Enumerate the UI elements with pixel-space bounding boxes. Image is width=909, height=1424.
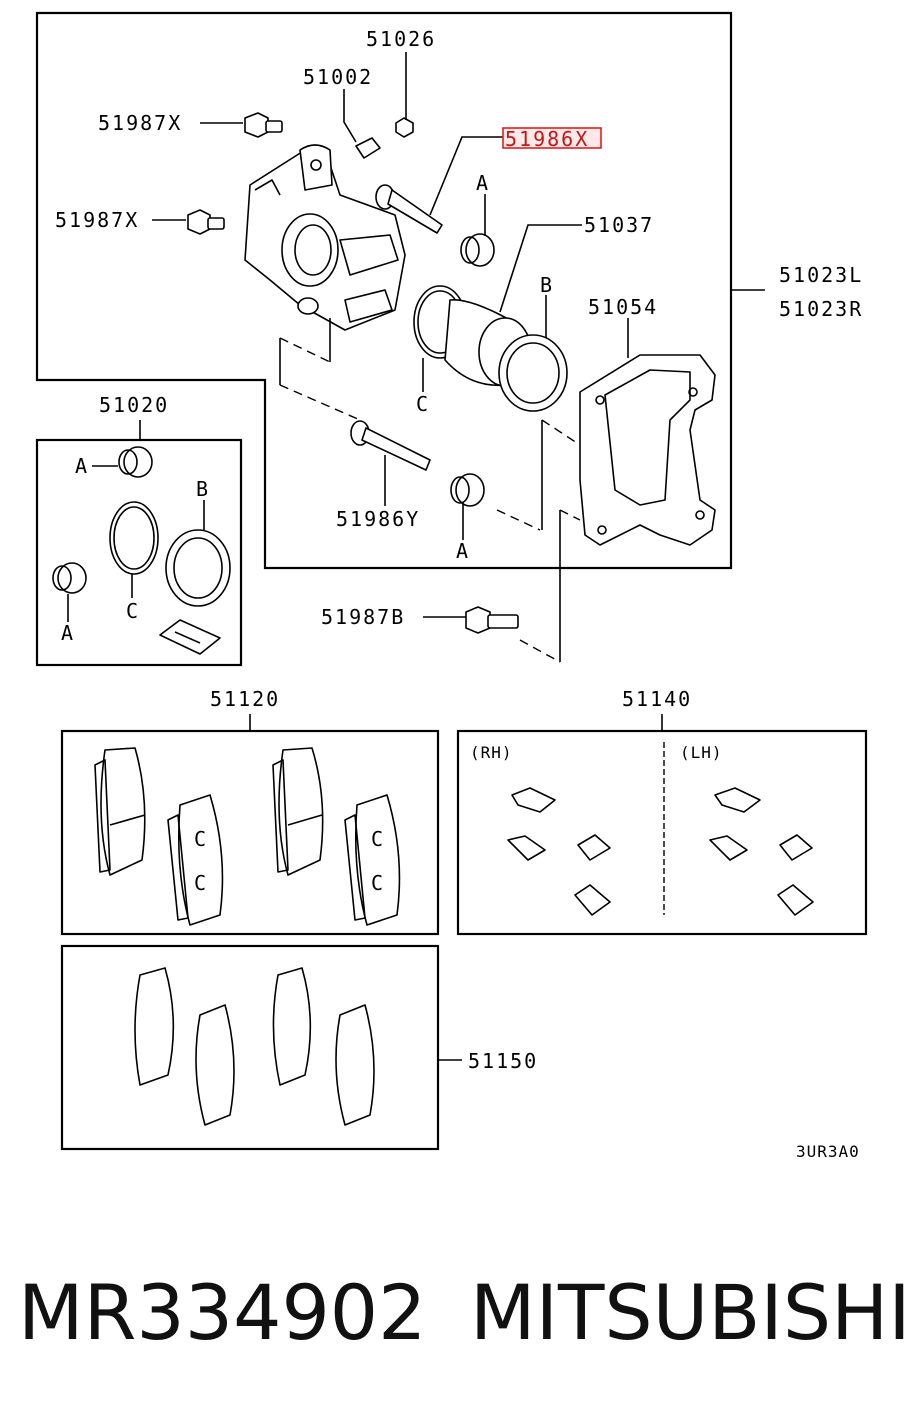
shims bbox=[134, 967, 375, 1126]
svg-text:C: C bbox=[194, 827, 208, 851]
boot-a-lower bbox=[450, 473, 485, 507]
brake-pad-4: C C bbox=[344, 794, 401, 926]
label-51054: 51054 bbox=[588, 295, 658, 319]
guide-pin-51986y bbox=[350, 420, 431, 471]
label-51023r: 51023R bbox=[779, 297, 863, 321]
bleeder-51002 bbox=[355, 137, 381, 159]
label-51023l: 51023L bbox=[779, 263, 863, 287]
svg-text:C: C bbox=[194, 871, 208, 895]
svg-text:C: C bbox=[371, 871, 385, 895]
clips-rh bbox=[507, 787, 611, 916]
label-a-lower: A bbox=[456, 539, 470, 563]
label-51987x-top: 51987X bbox=[98, 111, 182, 135]
label-c-kit: C bbox=[126, 599, 140, 623]
label-51020: 51020 bbox=[99, 393, 169, 417]
boot-a-upper bbox=[460, 233, 495, 267]
bolt-51987x-top bbox=[244, 112, 283, 138]
label-lh: (LH) bbox=[680, 743, 723, 762]
kit-boot-a-top bbox=[118, 446, 153, 478]
label-rh: (RH) bbox=[470, 743, 513, 762]
label-b-kit: B bbox=[196, 477, 210, 501]
pad-set-box bbox=[60, 729, 440, 936]
label-51987x-mid: 51987X bbox=[55, 208, 139, 232]
label-51120: 51120 bbox=[210, 687, 280, 711]
label-c-main: C bbox=[416, 392, 430, 416]
cap-51026 bbox=[395, 117, 414, 138]
label-51986y: 51986Y bbox=[336, 507, 420, 531]
label-51002: 51002 bbox=[303, 65, 373, 89]
kit-boot-a-bottom bbox=[52, 562, 87, 594]
label-51986x: 51986X bbox=[505, 127, 589, 151]
caliper-assembly-frame bbox=[35, 11, 733, 570]
part-number: MR334902 bbox=[18, 1268, 427, 1357]
label-a-upper: A bbox=[476, 171, 490, 195]
bolt-51987x-mid bbox=[187, 209, 225, 235]
brand-name: MITSUBISHI bbox=[470, 1268, 909, 1357]
diagram-reference-code: 3UR3A0 bbox=[796, 1142, 860, 1161]
clip-set-box bbox=[456, 729, 868, 936]
label-51987b: 51987B bbox=[321, 605, 405, 629]
label-51140: 51140 bbox=[622, 687, 692, 711]
piston-boot-b bbox=[498, 334, 568, 412]
highlight-51986x bbox=[502, 127, 602, 149]
label-a-kit-top: A bbox=[75, 454, 89, 478]
caliper-support-51054 bbox=[579, 354, 716, 546]
clips-lh bbox=[709, 787, 814, 916]
seal-kit-box bbox=[35, 438, 243, 667]
shim-set-box bbox=[60, 944, 440, 1151]
label-51150: 51150 bbox=[468, 1049, 538, 1073]
footer: MR334902 MITSUBISHI bbox=[18, 1268, 909, 1358]
label-b-main: B bbox=[540, 273, 554, 297]
svg-text:C: C bbox=[371, 827, 385, 851]
bolt-51987b bbox=[465, 606, 519, 634]
grease-packet bbox=[159, 619, 221, 655]
kit-boot-b bbox=[165, 529, 231, 607]
brake-pad-3 bbox=[272, 747, 324, 876]
caliper-body bbox=[244, 144, 406, 331]
label-a-kit-bottom: A bbox=[61, 621, 75, 645]
brake-pad-1 bbox=[94, 747, 146, 876]
guide-pin-51986x bbox=[375, 184, 443, 234]
label-51037: 51037 bbox=[584, 213, 654, 237]
label-51026: 51026 bbox=[366, 27, 436, 51]
brake-pad-2: C C bbox=[167, 794, 224, 926]
kit-seal-c bbox=[109, 501, 159, 575]
